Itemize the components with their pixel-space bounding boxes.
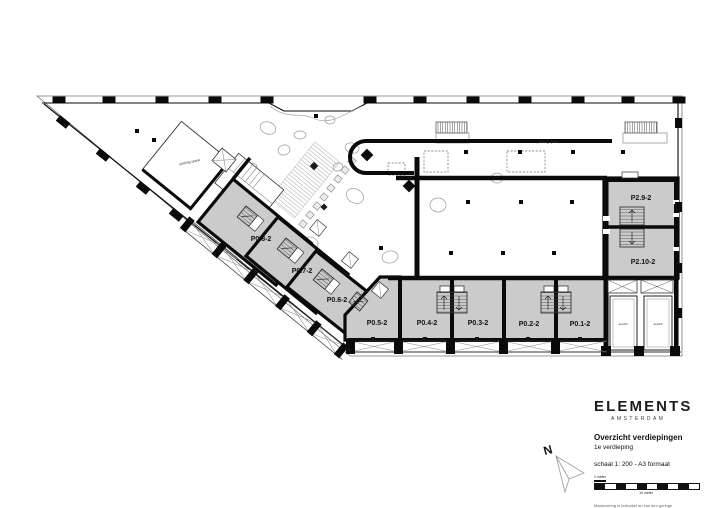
bike-rack [435,121,668,144]
columns-top [52,96,686,104]
unit-label: P0.8-2 [251,236,272,243]
column-diamond [320,203,328,211]
unit-label: P0.3-2 [468,320,489,327]
column-diamond [309,161,319,171]
parking-room: parking space [141,120,231,211]
lift-label: autolift [654,322,663,326]
scale-bar [594,483,700,490]
stair-icon [312,268,341,295]
unit-label: P0.2-2 [519,321,540,328]
sheet-subtitle: 1e verdieping [594,444,634,451]
columns-interior [135,114,625,255]
column-diamond [402,179,416,193]
column-diamond [360,148,374,162]
scalebar-large-label: 10 meter [639,491,653,495]
disclaimer: Maatvoering is indicatief en kan een ger… [594,503,706,508]
north-label: N [542,442,554,458]
unit-label: P0.7-2 [292,268,313,275]
stair-icon [236,205,265,232]
brand-logo: ELEMENTS [594,398,693,415]
stair-icons-right [619,206,645,248]
diagonal-wall [43,103,353,353]
stair-icon [540,285,572,314]
unit-label: P2.9-2 [631,195,652,202]
unit-labels: P0.8-2 P0.7-2 P0.6-2 P0.5-2 P0.4-2 P0.3-… [251,195,656,328]
unit-label: P0.6-2 [327,297,348,304]
shaft-squares [309,219,389,299]
unit-label: P0.1-2 [570,321,591,328]
title-block: ELEMENTS AMSTERDAM Overzicht verdiepinge… [594,399,706,508]
lift-shaft [609,295,638,351]
scalebar-small-label: 1 meter [594,475,606,479]
unit-label: P2.10-2 [631,259,656,266]
stair-icons-diagonal [236,205,369,312]
entry-canopy [269,104,366,122]
columns-right [675,118,682,318]
brand-sublogo: AMSTERDAM [611,416,666,422]
sheet-title: Overzicht verdiepingen [594,433,683,442]
parking-space-label: parking space [537,140,558,144]
stair-icons-bottom [436,285,572,314]
scale-text: schaal 1: 200 - A3 formaat [594,461,670,468]
stair-icon [276,237,305,264]
stair-icon [348,291,369,312]
lift-shaft [643,295,673,351]
lift-label: autolift [619,322,628,326]
north-arrow-icon: N [542,442,585,494]
stair-icon [436,285,468,314]
core-rooms [211,147,285,220]
gallery-bottom [346,339,608,354]
scalebar-mini [594,480,606,482]
unit-label: P0.4-2 [417,320,438,327]
columns-diagonal [55,115,184,222]
parking-space-label: parking space [179,158,201,166]
lift-area: autolift autolift [601,279,680,356]
door-ticks [371,337,582,341]
disclaimer-line: Maatvoering is indicatief en kan een ger… [594,503,673,508]
gallery-diagonal [179,216,350,360]
unit-label: P0.5-2 [367,320,388,327]
